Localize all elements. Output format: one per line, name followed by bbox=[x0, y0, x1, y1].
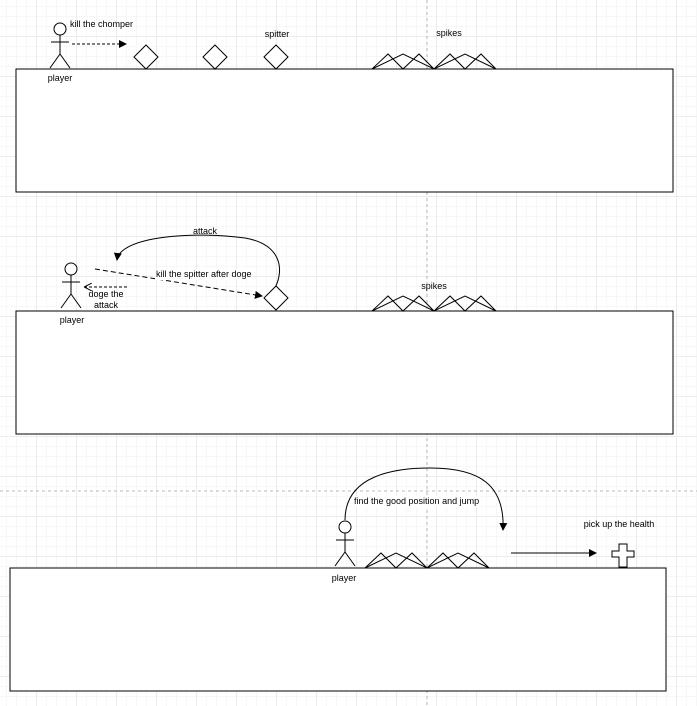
scene-3 bbox=[9, 467, 667, 692]
spikes bbox=[371, 53, 497, 70]
kill-chomper-label: kill the chomper bbox=[70, 19, 134, 29]
attack-arc-arrow bbox=[113, 234, 281, 289]
scene-2 bbox=[15, 234, 674, 435]
spitter-enemy bbox=[263, 285, 289, 311]
health-label: pick up the health bbox=[583, 519, 655, 529]
ground-platform bbox=[15, 68, 674, 193]
chomper-enemy bbox=[202, 44, 228, 70]
health-cross-icon bbox=[611, 543, 635, 568]
ground-platform bbox=[9, 567, 667, 692]
kill-path-arrow bbox=[94, 268, 263, 299]
player-label: player bbox=[47, 73, 73, 83]
spikes bbox=[371, 295, 497, 312]
scene-1 bbox=[15, 22, 674, 193]
player-label: player bbox=[331, 573, 357, 583]
spikes-label: spikes bbox=[421, 281, 447, 291]
spitter-enemy bbox=[263, 44, 289, 70]
attack-label: attack bbox=[192, 226, 218, 236]
jump-label: find the good position and jump bbox=[353, 496, 481, 507]
player-stick-figure bbox=[60, 262, 82, 309]
chomper-enemy bbox=[133, 44, 159, 70]
ground-platform bbox=[15, 310, 674, 435]
kill-spitter-label: kill the spitter after doge bbox=[155, 269, 253, 280]
spitter-label: spitter bbox=[264, 29, 290, 39]
player-label: player bbox=[59, 315, 85, 325]
spikes-label: spikes bbox=[436, 28, 462, 38]
dodge-label: doge the attack bbox=[88, 289, 124, 310]
player-stick-figure bbox=[334, 520, 356, 567]
spikes bbox=[364, 552, 490, 569]
jump-arc-arrow bbox=[344, 467, 508, 531]
player-stick-figure bbox=[49, 22, 71, 69]
